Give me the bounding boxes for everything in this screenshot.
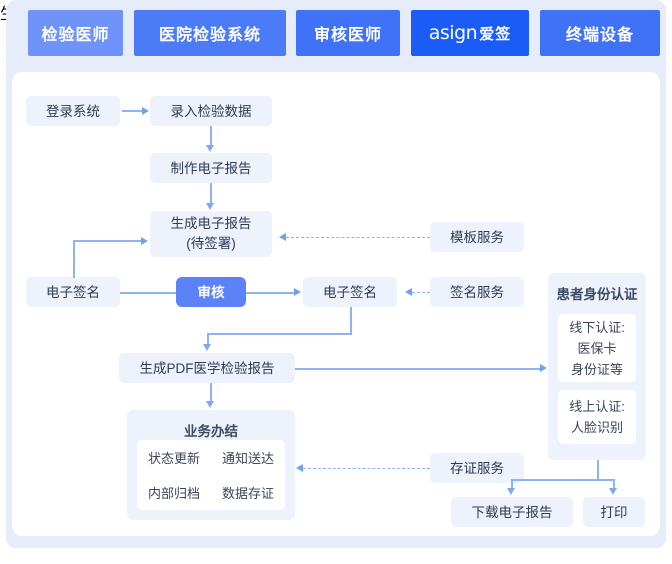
- arrowhead: [205, 145, 214, 152]
- connector-auth-down: [597, 460, 599, 480]
- card-online-auth: 线上认证: 人脸识别: [558, 390, 636, 444]
- connector-review-to-esignright: [246, 292, 294, 294]
- node-label: 生成电子报告 (待签署): [170, 216, 252, 251]
- connector-to-print: [613, 479, 615, 489]
- node-label: 审核: [197, 284, 225, 300]
- asign-chinese-label: 爱签: [479, 25, 512, 43]
- connector-make-to-generate: [210, 183, 212, 204]
- business-item: 状态更新: [147, 451, 200, 466]
- arrowhead: [507, 488, 515, 495]
- node-generate-report[interactable]: 生成电子报告 (待签署): [150, 211, 272, 257]
- card-line: 线上认证:: [569, 399, 625, 414]
- node-esign-left[interactable]: 电子签名: [26, 277, 120, 307]
- node-template-service[interactable]: 模板服务: [430, 222, 524, 252]
- node-login[interactable]: 登录系统: [26, 96, 120, 126]
- arrowhead: [609, 488, 617, 495]
- node-make-report[interactable]: 制作电子报告: [150, 153, 272, 183]
- header-chip-label: 审核医师: [313, 27, 382, 44]
- header-chip-review-doctor[interactable]: 审核医师: [296, 10, 400, 56]
- connector-esignright-down: [350, 307, 352, 334]
- node-label: 录入检验数据: [170, 103, 252, 119]
- node-label: 打印: [600, 504, 628, 520]
- connector-pdf-to-business: [210, 383, 212, 402]
- arrowhead: [203, 344, 211, 351]
- header-chip-asign-logo[interactable]: asign 爱签: [411, 10, 529, 56]
- node-label: 下载电子报告: [471, 504, 553, 520]
- node-label: 存证服务: [450, 460, 504, 476]
- arrowhead: [294, 288, 301, 296]
- node-generate-pdf-report[interactable]: 生成PDF医学检验报告: [119, 353, 295, 383]
- header-chip-hospital-system[interactable]: 医院检验系统: [134, 10, 286, 56]
- connector-pdf-to-patientauth: [295, 368, 541, 370]
- connector-esignright-left: [207, 333, 352, 335]
- card-line: 人脸识别: [570, 420, 623, 435]
- node-label: 制作电子报告: [170, 160, 252, 176]
- node-label: 模板服务: [450, 229, 504, 245]
- node-label: 电子签名: [323, 284, 377, 300]
- node-label: 电子签名: [46, 284, 100, 300]
- connector-input-to-make: [210, 126, 212, 146]
- node-signature-service[interactable]: 签名服务: [430, 277, 524, 307]
- node-label: 登录系统: [46, 103, 100, 119]
- connector-login-to-input: [122, 110, 143, 112]
- node-esign-right[interactable]: 电子签名: [303, 277, 397, 307]
- card-line: 线下认证:: [569, 319, 625, 335]
- connector-to-download: [511, 479, 513, 489]
- node-input-data[interactable]: 录入检验数据: [150, 96, 272, 126]
- business-item: 通知送达: [221, 451, 274, 466]
- business-item: 内部归档: [147, 486, 200, 501]
- node-evidence-service[interactable]: 存证服务: [430, 453, 524, 483]
- arrowhead: [540, 364, 547, 372]
- header-chip-label: 医院检验系统: [158, 27, 261, 44]
- connector-esignleft-right: [73, 240, 141, 242]
- connector-esignleft-to-review: [120, 292, 176, 294]
- header-chip-terminal-device[interactable]: 终端设备: [540, 10, 660, 56]
- connector-template-to-generate: [286, 237, 430, 238]
- card-offline-auth: 线下认证: 医保卡 身份证等: [558, 314, 636, 382]
- asign-wordmark-icon: asign: [428, 22, 478, 44]
- header-chip-label: 终端设备: [565, 27, 634, 44]
- grid-business-items: 状态更新 通知送达 内部归档 数据存证: [137, 440, 285, 510]
- card-line: 身份证等: [570, 361, 623, 377]
- arrowhead: [141, 236, 148, 245]
- node-download-report[interactable]: 下载电子报告: [451, 497, 573, 527]
- header-chip-inspector[interactable]: 检验医师: [28, 10, 123, 56]
- business-item: 数据存证: [221, 486, 274, 501]
- group-title: 业务办结: [184, 424, 238, 439]
- arrowhead: [142, 106, 149, 115]
- card-line: 医保卡: [577, 340, 617, 356]
- node-review[interactable]: 审核: [176, 277, 246, 307]
- arrowhead: [205, 401, 214, 408]
- arrowhead: [296, 463, 303, 472]
- connector-esignleft-up: [73, 240, 75, 278]
- node-label: 生成PDF医学检验报告: [139, 360, 275, 376]
- arrowhead: [205, 203, 214, 210]
- connector-evidence-to-business: [303, 468, 430, 469]
- node-print[interactable]: 打印: [583, 497, 645, 527]
- node-label: 签名服务: [450, 284, 504, 300]
- connector-signservice-to-esignright: [412, 292, 430, 293]
- connector-down-to-pdf: [207, 333, 209, 345]
- group-title: 患者身份认证: [556, 287, 638, 302]
- connector-auth-split: [511, 479, 614, 481]
- arrowhead: [405, 287, 412, 296]
- header-chip-label: 检验医师: [41, 27, 110, 44]
- arrowhead: [279, 232, 286, 241]
